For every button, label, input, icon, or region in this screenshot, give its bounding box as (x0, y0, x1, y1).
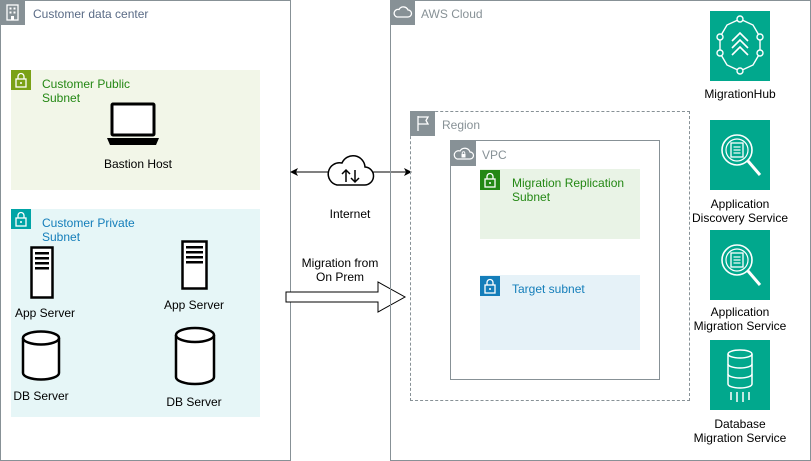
application-discovery-service-icon (710, 120, 770, 190)
migration-hub-label: MigrationHub (704, 87, 776, 101)
app-migration-service-label-line1: Application (710, 305, 770, 319)
cloud-icon (390, 0, 415, 25)
aws-cloud-title: AWS Cloud (421, 7, 483, 21)
target-subnet (480, 275, 640, 350)
region-group (410, 111, 690, 401)
building-icon (0, 0, 25, 25)
server-icon (30, 246, 54, 299)
dms-label-line2: Migration Service (693, 431, 787, 445)
lock-icon (480, 276, 500, 296)
database-icon (21, 330, 61, 381)
target-subnet-title: Target subnet (512, 282, 585, 296)
flag-icon (410, 111, 435, 136)
vpc-cloud-lock-icon (451, 141, 476, 166)
database-icon (174, 326, 216, 386)
db-server-label: DB Server (13, 389, 69, 403)
migration-label-line2: On Prem (315, 270, 364, 284)
region-title: Region (442, 118, 481, 132)
app-server-label: App Server (163, 298, 225, 312)
app-migration-service-label-line2: Migration Service (693, 319, 787, 333)
bastion-host-label: Bastion Host (103, 157, 173, 171)
discovery-service-label-line1: Application (710, 197, 770, 211)
customer-data-center-title: Customer data center (33, 7, 149, 21)
internet-label: Internet (329, 207, 371, 221)
migration-replication-subnet (480, 169, 640, 239)
discovery-service-label-line2: Discovery Service (691, 211, 789, 225)
migration-label-line1: Migration from (301, 256, 379, 270)
customer-private-subnet (11, 209, 260, 417)
private-subnet-title-line2: Subnet (42, 230, 81, 244)
db-server-label: DB Server (166, 395, 222, 409)
private-subnet-title-line1: Customer Private (42, 216, 135, 230)
replication-subnet-title-line2: Subnet (512, 190, 551, 204)
lock-icon (11, 70, 31, 90)
application-migration-service-icon (710, 230, 770, 300)
lock-icon (11, 209, 31, 229)
vpc-group (450, 140, 660, 380)
server-icon (181, 240, 208, 290)
migration-hub-icon (710, 11, 770, 81)
app-server-label: App Server (14, 306, 76, 320)
cloud-upload-download-icon (325, 151, 375, 191)
database-migration-service-icon (710, 340, 770, 410)
vpc-title: VPC (482, 148, 507, 162)
bastion-host-icon (106, 102, 160, 148)
migration-arrow (285, 281, 407, 313)
public-subnet-title-line1: Customer Public (42, 77, 131, 91)
public-subnet-title-line2: Subnet (42, 91, 81, 105)
replication-subnet-title-line1: Migration Replication (512, 176, 625, 190)
lock-icon (480, 170, 500, 190)
dms-label-line1: Database (714, 417, 766, 431)
